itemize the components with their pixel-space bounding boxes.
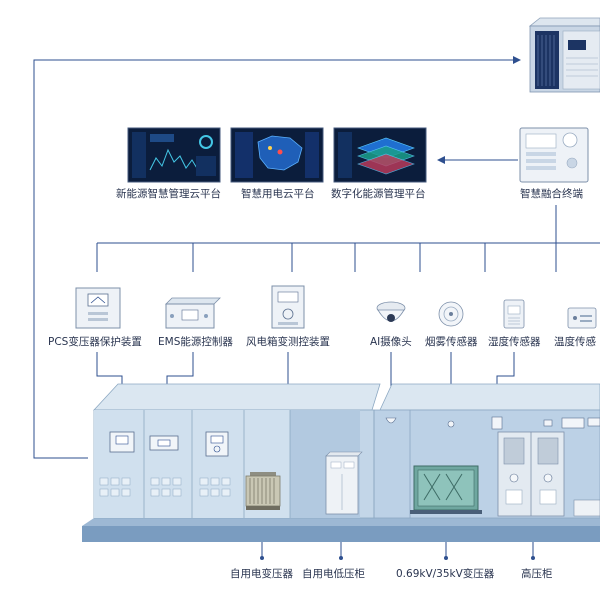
equipment-label-transformer: 自用电变压器 [230,568,293,580]
high-voltage-cabinet-icon [497,431,600,517]
top-cabinet-icon [528,17,600,93]
device-label-ems: EMS能源控制器 [158,336,233,348]
device-label-ai-camera: AI摄像头 [370,336,412,348]
platform-screen-1-icon [127,127,221,183]
device-label-pcs: PCS变压器保护装置 [48,336,142,348]
smoke-sensor-icon [438,301,464,327]
device-label-temperature: 温度传感 [554,336,596,348]
device-label-wind-box: 风电箱变测控装置 [246,336,330,348]
platform-screen-3-icon [333,127,427,183]
equipment-label-main-transformer: 0.69kV/35kV变压器 [396,568,495,580]
humidity-sensor-icon [503,299,525,329]
equipment-label-lv-cabinet: 自用电低压柜 [302,568,365,580]
main-transformer-icon [410,465,482,514]
platform-label-1: 新能源智慧管理云平台 [116,188,221,200]
ai-camera-icon [376,301,406,322]
main-loop-line [33,56,521,459]
terminal-label: 智慧融合终端 [520,188,583,200]
wind-box-control-device-icon [271,285,305,329]
platform-label-3: 数字化能源管理平台 [331,188,426,200]
device-label-humidity: 湿度传感器 [488,336,541,348]
platform-label-2: 智慧用电云平台 [241,188,315,200]
temperature-sensor-icon [567,307,597,329]
low-voltage-cabinet-icon [325,451,363,515]
pcs-protection-device-icon [75,287,121,329]
ems-controller-icon [165,297,221,329]
equipment-label-hv-cabinet: 高压柜 [521,568,553,580]
smart-terminal-icon [519,127,589,183]
self-use-transformer-icon [245,472,281,510]
platform-screen-2-icon [230,127,324,183]
device-label-smoke: 烟雾传感器 [425,336,478,348]
